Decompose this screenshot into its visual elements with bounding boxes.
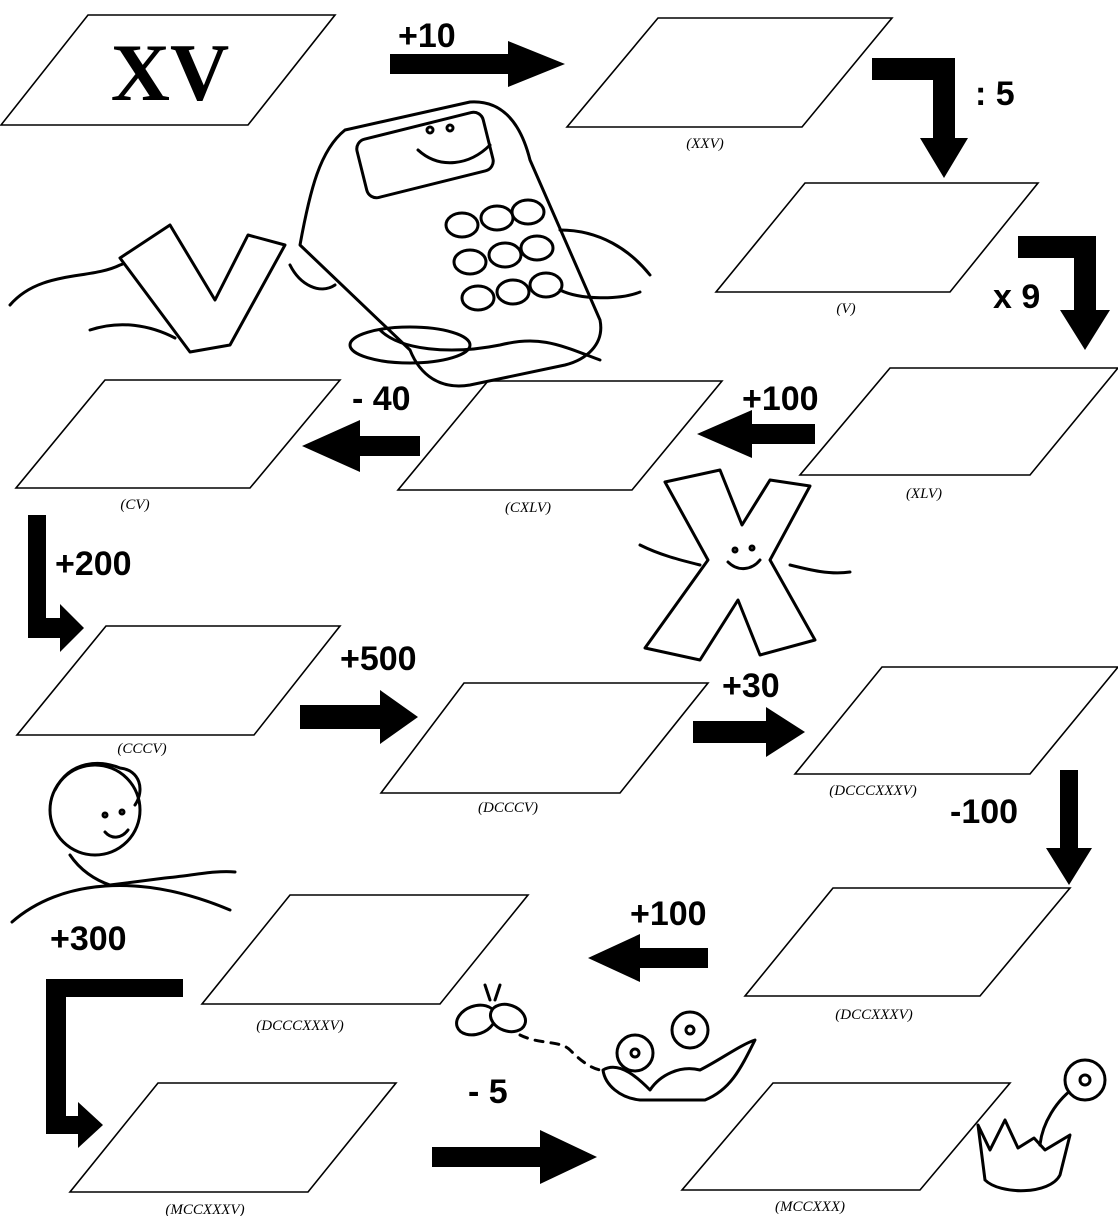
answer-box-10: (DCCXXXV) — [835, 1007, 912, 1023]
op-minus5: - 5 — [468, 1073, 508, 1111]
arrow-plus100-a: +100 — [697, 380, 819, 458]
box-8[interactable]: (DCCCV) — [381, 683, 708, 816]
box-4[interactable]: (XLV) — [800, 368, 1118, 502]
arrow-plus30: +30 — [693, 667, 805, 757]
answer-box-5: (CXLV) — [505, 500, 551, 516]
arrow-plus100-b: +100 — [588, 895, 708, 982]
op-plus30: +30 — [722, 667, 780, 705]
op-minus40: - 40 — [352, 380, 411, 418]
box-13[interactable]: (MCCXXX) — [682, 1083, 1010, 1215]
arrow-div5: : 5 — [872, 58, 1015, 178]
arrow-minus5: - 5 — [432, 1073, 597, 1184]
op-div5: : 5 — [975, 75, 1015, 113]
op-plus100-b: +100 — [630, 895, 707, 933]
arrow-plus10: +10 — [390, 17, 565, 87]
arrow-minus100: -100 — [950, 770, 1092, 885]
box-3[interactable]: (V) — [716, 183, 1038, 317]
answer-box-11: (DCCCXXXV) — [256, 1018, 344, 1034]
op-times9: x 9 — [993, 278, 1040, 316]
box-10[interactable]: (DCCXXXV) — [745, 888, 1070, 1023]
answer-box-6: (CV) — [120, 497, 149, 513]
arrow-plus500: +500 — [300, 640, 418, 744]
op-plus500: +500 — [340, 640, 417, 678]
answer-box-12: (MCCXXXV) — [165, 1202, 244, 1216]
op-plus10: +10 — [398, 17, 456, 55]
answer-box-3: (V) — [836, 301, 855, 317]
single-flower-illustration — [978, 1060, 1105, 1191]
roman-x-character-illustration — [640, 470, 850, 660]
box-2[interactable]: (XXV) — [567, 18, 892, 152]
op-plus300: +300 — [50, 920, 127, 958]
answer-box-9: (DCCCXXXV) — [829, 783, 917, 799]
answer-box-13: (MCCXXX) — [775, 1199, 845, 1215]
answer-box-4: (XLV) — [906, 486, 942, 502]
start-value: XV — [111, 27, 229, 118]
box-6[interactable]: (CV) — [16, 380, 340, 513]
answer-box-7: (CCCV) — [117, 741, 166, 757]
box-1-start: XV — [1, 15, 335, 125]
op-plus200: +200 — [55, 545, 132, 583]
boy-on-hill-illustration — [12, 763, 235, 922]
calculator-character-illustration — [10, 102, 650, 386]
answer-box-2: (XXV) — [686, 136, 723, 152]
answer-box-8: (DCCCV) — [478, 800, 538, 816]
roman-v-character-illustration — [90, 225, 335, 352]
arrow-times9: x 9 — [993, 236, 1110, 350]
flowers-illustration — [603, 1012, 755, 1100]
op-plus100-a: +100 — [742, 380, 819, 418]
butterfly-illustration — [452, 985, 600, 1070]
box-12[interactable]: (MCCXXXV) — [70, 1083, 396, 1216]
op-minus100: -100 — [950, 793, 1018, 831]
